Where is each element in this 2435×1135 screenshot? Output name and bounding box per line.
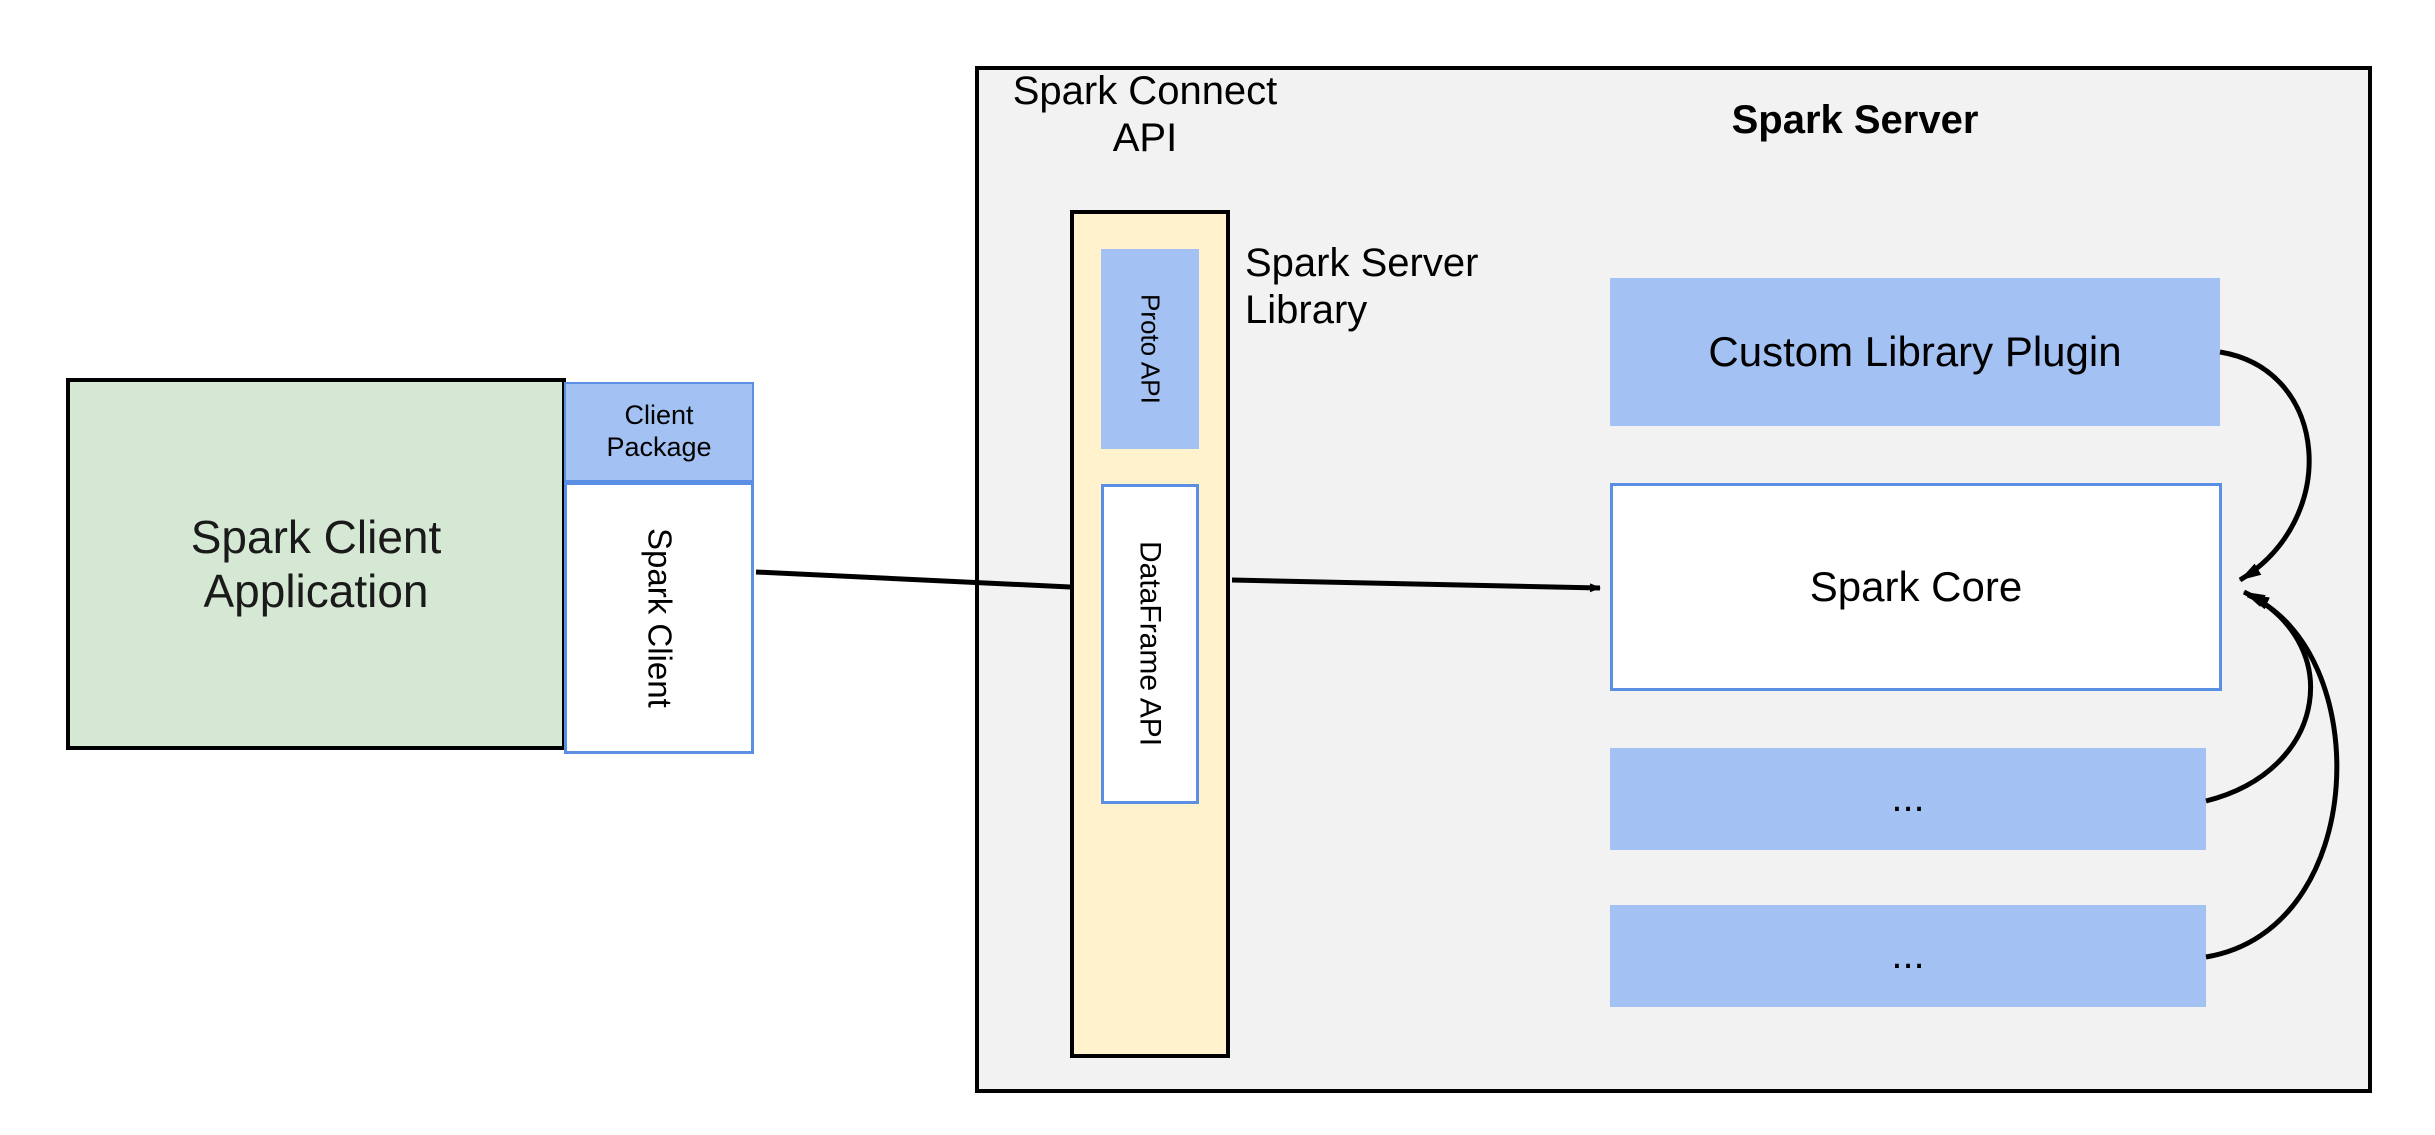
spark-server-library-label: Spark Server Library — [1245, 240, 1535, 340]
client-package-line1: Client — [624, 400, 694, 431]
dataframe-api-label: DataFrame API — [1133, 541, 1167, 747]
spark-client-label: Spark Client — [641, 528, 679, 708]
spark-client-application-box: Spark Client Application — [66, 378, 566, 750]
proto-api-box: Proto API — [1101, 249, 1199, 449]
spark-connect-api-label: Spark Connect API — [1000, 68, 1290, 168]
spark-core-box: Spark Core — [1610, 483, 2222, 691]
proto-api-label: Proto API — [1135, 294, 1166, 404]
spark-client-application-line1: Spark Client — [190, 510, 442, 563]
custom-library-plugin-box: Custom Library Plugin — [1610, 278, 2220, 426]
spark-client-application-line2: Application — [203, 565, 429, 617]
spark-client-box: Spark Client — [564, 482, 754, 754]
client-package-line2: Package — [606, 432, 712, 462]
client-package-box: Client Package — [564, 382, 754, 482]
spark-server-library-label-line1: Spark Server — [1245, 241, 1479, 285]
spark-connect-api-label-line2: API — [1112, 116, 1178, 161]
placeholder-box-1: ... — [1610, 748, 2206, 850]
dataframe-api-box: DataFrame API — [1101, 484, 1199, 804]
spark-connect-api-label-line1: Spark Connect — [1012, 69, 1278, 113]
spark-server-library-label-line2: Library — [1245, 288, 1368, 333]
placeholder-box-2: ... — [1610, 905, 2206, 1007]
spark-server-title: Spark Server — [1731, 98, 1979, 143]
